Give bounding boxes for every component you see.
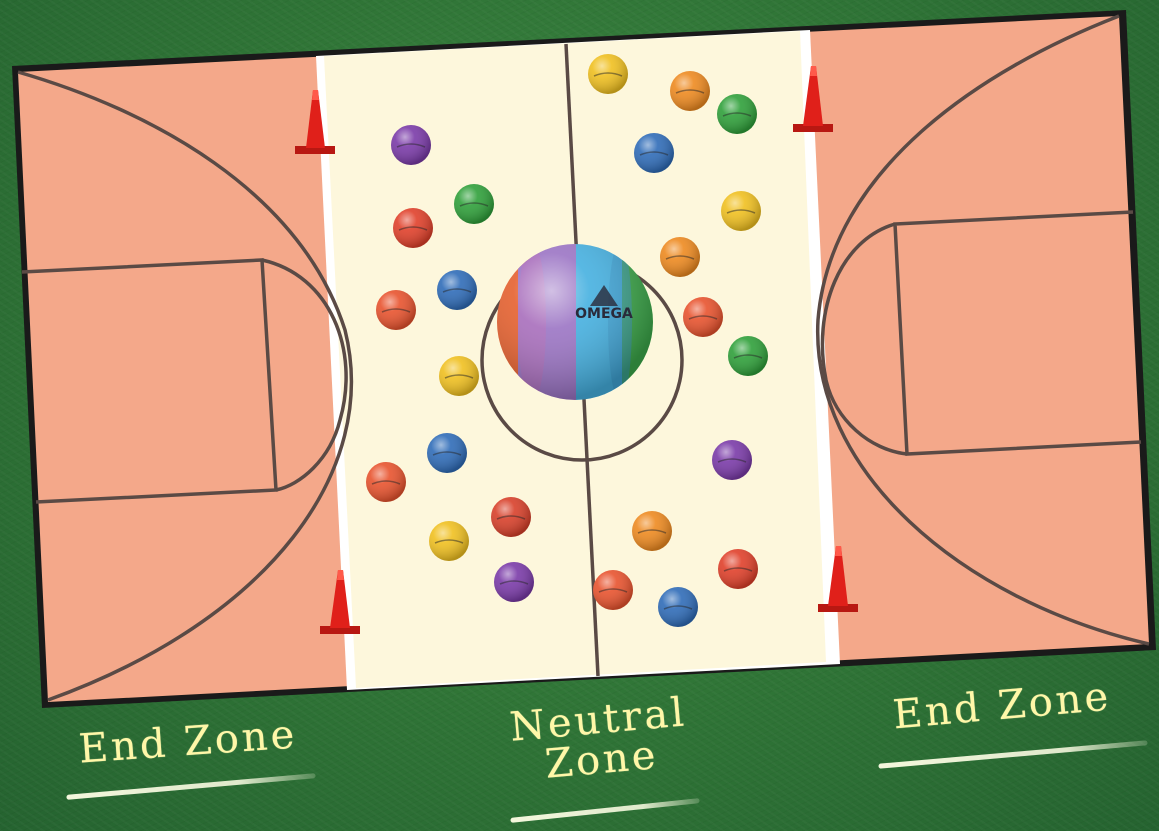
ball-left-8 bbox=[366, 462, 406, 502]
ball-left-2 bbox=[454, 184, 494, 224]
ball-right-19 bbox=[728, 336, 768, 376]
ball-left-3 bbox=[393, 208, 433, 248]
ball-left-4 bbox=[437, 270, 477, 310]
ball-left-6 bbox=[439, 356, 479, 396]
big-ball-logo: OMEGA bbox=[575, 306, 633, 322]
ball-left-5 bbox=[376, 290, 416, 330]
ball-left-7 bbox=[427, 433, 467, 473]
ball-left-9 bbox=[491, 497, 531, 537]
ball-right-20 bbox=[712, 440, 752, 480]
ball-right-15 bbox=[634, 133, 674, 173]
ball-right-24 bbox=[658, 587, 698, 627]
ball-right-22 bbox=[718, 549, 758, 589]
ball-right-16 bbox=[721, 191, 761, 231]
ball-right-23 bbox=[593, 570, 633, 610]
ball-left-10 bbox=[429, 521, 469, 561]
ball-right-12 bbox=[588, 54, 628, 94]
ball-right-14 bbox=[717, 94, 757, 134]
ball-right-13 bbox=[670, 71, 710, 111]
ball-left-11 bbox=[494, 562, 534, 602]
ball-left-1 bbox=[391, 125, 431, 165]
ball-right-18 bbox=[683, 297, 723, 337]
ball-right-17 bbox=[660, 237, 700, 277]
ball-right-21 bbox=[632, 511, 672, 551]
